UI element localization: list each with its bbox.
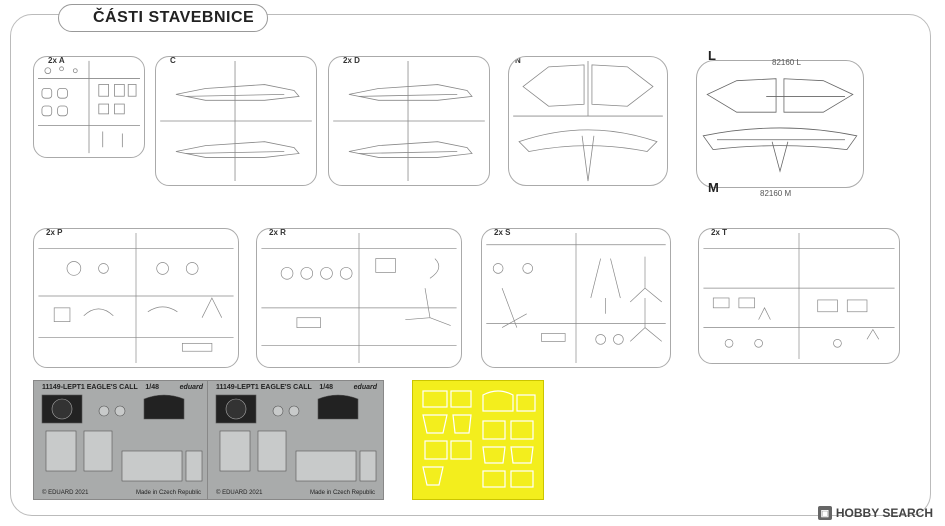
sprue-r-label: 2x R [269,228,286,237]
photoetch-brand: eduard [353,384,377,391]
sprue-d-drawing [333,60,485,182]
photoetch-copyright: © EDUARD 2021 [42,490,89,496]
sprue-p: 2x P [33,228,239,368]
watermark: ▣ HOBBY SEARCH [817,506,933,520]
sprue-d-label: 2x D [343,56,360,65]
sprue-n-drawing [513,60,663,182]
photoetch-drawing [215,394,377,482]
parts-frame [10,14,931,516]
photoetch-brand: eduard [179,384,203,391]
sprue-d: 2x D [328,56,490,186]
sprue-s-label: 2x S [494,228,511,237]
sprue-a-drawing [38,60,140,154]
photoetch-scale: 1/48 [145,384,159,391]
sprue-l-label: L [708,48,716,63]
mask-drawing [422,390,536,488]
sprue-n: N [508,56,668,186]
photoetch-header: 11149-LEPT1 EAGLE'S CALL [42,384,138,391]
sprue-m-code: 82160 M [760,189,792,198]
photoetch-origin: Made in Czech Republic [135,490,201,496]
page-title: ČÁSTI STAVEBNICE [58,4,268,32]
sprue-n-label: N [515,56,521,65]
photoetch-copyright: © EDUARD 2021 [216,490,263,496]
sprue-lm [696,60,864,188]
sprue-c-label: C [170,56,176,65]
sprue-l-code: 82160 L [772,58,801,67]
sprue-c: C [155,56,317,186]
sprue-t-drawing [703,232,895,360]
sprue-t-label: 2x T [711,228,728,237]
sprue-t: 2x T [698,228,900,364]
sprue-r-drawing [261,232,457,364]
photoetch-drawing [41,394,203,482]
photoetch-origin: Made in Czech Republic [309,490,375,496]
hobbysearch-logo-icon: ▣ [817,506,832,520]
sprue-r: 2x R [256,228,462,368]
sprue-m-label: M [708,180,719,195]
photoetch-scale: 1/48 [319,384,333,391]
sprue-s-drawing [486,232,666,364]
page-title-text: ČÁSTI STAVEBNICE [93,9,255,26]
sprue-c-drawing [160,60,312,182]
photoetch-header: 11149-LEPT1 EAGLE'S CALL [216,384,312,391]
sprue-a-label: 2x A [48,56,65,65]
photoetch-sheet-2: 11149-LEPT1 EAGLE'S CALL 1/48 eduard © E… [207,380,384,500]
watermark-text: HOBBY SEARCH [835,506,933,520]
mask-sheet [412,380,544,500]
sprue-lm-drawing [702,78,858,173]
sprue-s: 2x S [481,228,671,368]
sprue-p-drawing [38,232,234,364]
photoetch-sheet-1: 11149-LEPT1 EAGLE'S CALL 1/48 eduard © E… [33,380,210,500]
sprue-p-label: 2x P [46,228,63,237]
sprue-a: 2x A [33,56,145,158]
